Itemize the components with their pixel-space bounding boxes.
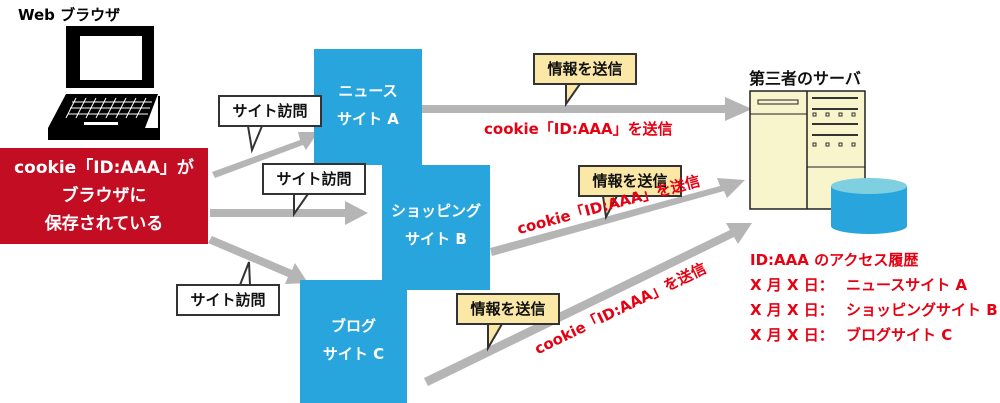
access-history: ID:AAA のアクセス履歴 X 月 X 日： ニュースサイト A X 月 X … (750, 248, 998, 348)
visit-arrow-b (210, 201, 368, 225)
visit-arrow-c (208, 236, 308, 284)
send-arrow-a (422, 97, 752, 121)
send-callout-a: 情報を送信 (533, 53, 637, 85)
send-callout-b: 情報を送信 (578, 165, 682, 197)
site-a-line-1: ニュース (338, 82, 398, 100)
site-b-line-1: ショッピング (390, 202, 481, 220)
visit-callout-c: サイト訪問 (176, 284, 280, 316)
site-a-line-2: サイト A (337, 110, 399, 128)
site-box-a-bg (314, 49, 422, 165)
visit-arrow-a (212, 132, 318, 178)
history-row: X 月 X 日： ショッピングサイト B (750, 298, 998, 323)
send-arrow-c (424, 223, 752, 386)
cookie-box-line-1: cookie「ID:AAA」が (14, 158, 194, 178)
history-site: ショッピングサイト B (846, 301, 998, 319)
history-row: X 月 X 日： ブログサイト C (750, 323, 998, 348)
visit-callout-c-tail (238, 261, 252, 286)
history-date: X 月 X 日： (750, 276, 834, 294)
visit-callout-b: サイト訪問 (262, 163, 366, 195)
history-title: ID:AAA のアクセス履歴 (750, 251, 919, 269)
browser-title: Web ブラウザ (18, 6, 121, 24)
history-date: X 月 X 日： (750, 326, 834, 344)
laptop-icon (48, 26, 160, 140)
send-arrow-b (490, 178, 745, 256)
visit-callout-a: サイト訪問 (218, 95, 322, 127)
site-a: ニュース サイト A (314, 70, 422, 140)
site-box-c-bg (300, 280, 407, 403)
server-title: 第三者のサーバ (749, 69, 861, 88)
visit-callout-a-tail (246, 125, 264, 154)
history-row: X 月 X 日： ニュースサイト A (750, 273, 998, 298)
site-c: ブログ サイト C (300, 305, 407, 375)
cookie-stored-box: cookie「ID:AAA」が ブラウザに 保存されている (0, 148, 208, 244)
history-site: ブログサイト C (846, 326, 953, 344)
send-callout-a-tail (565, 83, 582, 108)
history-site: ニュースサイト A (846, 276, 968, 294)
database-icon (831, 178, 907, 234)
site-c-line-1: ブログ (330, 317, 376, 335)
cookie-box-line-2: ブラウザに (61, 186, 147, 206)
site-b-line-2: サイト B (405, 230, 467, 248)
site-box-b-bg (382, 165, 490, 290)
site-c-line-2: サイト C (322, 345, 385, 363)
site-b: ショッピング サイト B (382, 190, 490, 260)
send-callout-c: 情報を送信 (456, 293, 560, 325)
history-date: X 月 X 日： (750, 301, 834, 319)
cookie-send-label-a: cookie「ID:AAA」を送信 (484, 120, 673, 138)
cookie-box-line-3: 保存されている (44, 214, 164, 234)
